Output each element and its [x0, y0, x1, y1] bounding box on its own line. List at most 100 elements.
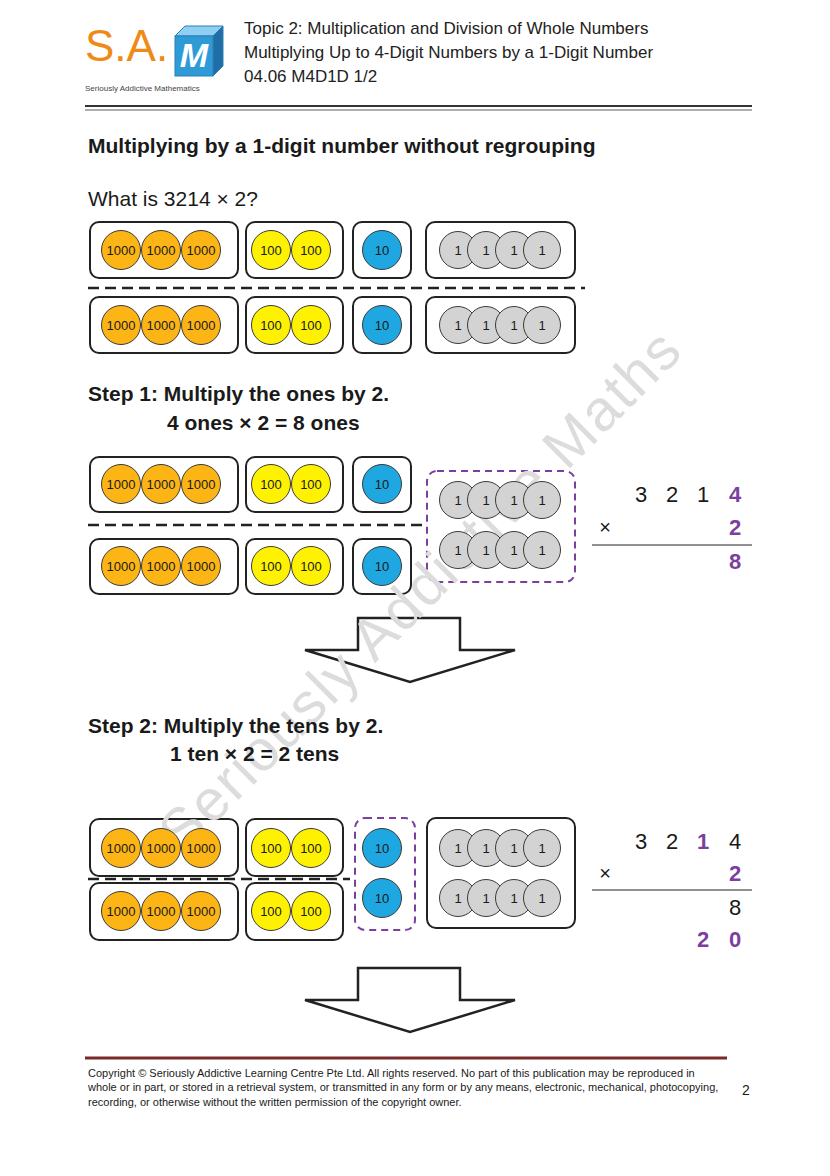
one-disc: 1: [523, 879, 561, 917]
logo-letter: M: [180, 38, 208, 72]
disc-value: 100: [260, 842, 282, 855]
disc-value: 100: [300, 560, 322, 573]
hundreds-box: [246, 457, 343, 512]
disc-value: 1: [510, 892, 517, 905]
group-boxes: [90, 222, 575, 940]
hundreds-box: [246, 539, 343, 594]
disc-value: 100: [300, 478, 322, 491]
disc-value: 1000: [107, 244, 136, 257]
disc-value: 10: [375, 478, 389, 491]
hundred-disc: 100: [251, 305, 291, 345]
thousand-disc: 1000: [101, 891, 141, 931]
thousand-disc: 1000: [181, 546, 221, 586]
disc-value: 1: [510, 244, 517, 257]
thousand-disc: 1000: [181, 891, 221, 931]
disc-value: 100: [300, 905, 322, 918]
hundred-disc: 100: [251, 230, 291, 270]
step-heading: Step 1: Multiply the ones by 2.: [88, 383, 389, 404]
thousand-disc: 1000: [141, 305, 181, 345]
thousands-box: [90, 297, 238, 353]
tens-box: [353, 457, 411, 512]
disc-value: 1: [538, 544, 545, 557]
times-sign: ×: [599, 517, 611, 537]
disc-value: 1: [538, 319, 545, 332]
logo-cube-side: [213, 26, 223, 76]
hundred-disc: 100: [291, 305, 331, 345]
disc-value: 1000: [187, 560, 216, 573]
separator-line: [88, 524, 424, 527]
thousands-box: [90, 457, 238, 512]
calc-digit: 2: [729, 517, 741, 539]
step-equation: 4 ones × 2 = 8 ones: [167, 412, 360, 433]
calc-digit: 3: [635, 484, 647, 506]
disc-value: 1000: [147, 478, 176, 491]
disc-value: 100: [260, 905, 282, 918]
sum-rule: [592, 544, 752, 545]
disc-value: 1: [482, 319, 489, 332]
disc-value: 10: [375, 560, 389, 573]
thousand-disc: 1000: [141, 828, 181, 868]
disc-value: 1: [510, 319, 517, 332]
disc-value: 1000: [187, 905, 216, 918]
disc-value: 1: [482, 544, 489, 557]
thousand-disc: 1000: [141, 464, 181, 504]
thousands-box: [90, 539, 238, 594]
disc-value: 10: [375, 244, 389, 257]
thousand-disc: 1000: [181, 464, 221, 504]
worksheet-title: Multiplying by a 1-digit number without …: [88, 135, 595, 156]
thousand-disc: 1000: [101, 230, 141, 270]
calc-digit: 8: [729, 551, 741, 573]
hundred-disc: 100: [291, 230, 331, 270]
disc-value: 100: [260, 319, 282, 332]
disc-value: 1000: [187, 319, 216, 332]
calc-digit: 8: [729, 897, 741, 919]
one-disc: 1: [523, 829, 561, 867]
calc-digit: 4: [729, 484, 741, 506]
hundreds-box: [246, 297, 343, 353]
disc-value: 1000: [107, 319, 136, 332]
hundred-disc: 100: [291, 891, 331, 931]
hundred-disc: 100: [251, 546, 291, 586]
thousands-box: [90, 883, 238, 940]
disc-value: 100: [300, 842, 322, 855]
disc-value: 1: [510, 842, 517, 855]
disc-value: 1: [454, 494, 461, 507]
thousand-disc: 1000: [141, 546, 181, 586]
header-text: Multiplying Up to 4-Digit Numbers by a 1…: [244, 44, 653, 61]
disc-value: 100: [300, 244, 322, 257]
highlight-boxes: [355, 471, 575, 930]
thousand-disc: 1000: [101, 828, 141, 868]
question: What is 3214 × 2?: [88, 188, 258, 209]
thousand-disc: 1000: [141, 891, 181, 931]
disc-value: 1000: [147, 905, 176, 918]
tens-box: [353, 297, 411, 353]
step-equation: 1 ten × 2 = 2 tens: [170, 743, 339, 764]
disc-value: 100: [260, 244, 282, 257]
one-disc: 1: [523, 231, 561, 269]
calc-digit: 2: [729, 863, 741, 885]
disc-value: 1: [538, 244, 545, 257]
disc-value: 1: [454, 892, 461, 905]
calc-digit: 3: [635, 831, 647, 853]
ten-disc: 10: [362, 305, 402, 345]
disc-value: 1: [538, 892, 545, 905]
disc-value: 10: [375, 892, 389, 905]
step-heading: Step 2: Multiply the tens by 2.: [88, 715, 383, 736]
logo-tagline: Seriously Addictive Mathematics: [85, 85, 200, 93]
disc-value: 1000: [147, 244, 176, 257]
down-arrow: [305, 968, 515, 1032]
ten-disc: 10: [362, 878, 402, 918]
one-disc: 1: [523, 531, 561, 569]
disc-value: 1: [482, 494, 489, 507]
sum-rule: [592, 889, 752, 890]
ten-disc: 10: [362, 230, 402, 270]
header-rule: [85, 110, 752, 111]
tens-highlight: [355, 818, 415, 930]
copyright-note: Copyright © Seriously Addictive Learning…: [88, 1066, 720, 1109]
footer-rule: [85, 1057, 727, 1060]
disc-value: 100: [300, 319, 322, 332]
ones-box: [426, 297, 575, 353]
disc-value: 10: [375, 842, 389, 855]
disc-value: 1: [454, 244, 461, 257]
